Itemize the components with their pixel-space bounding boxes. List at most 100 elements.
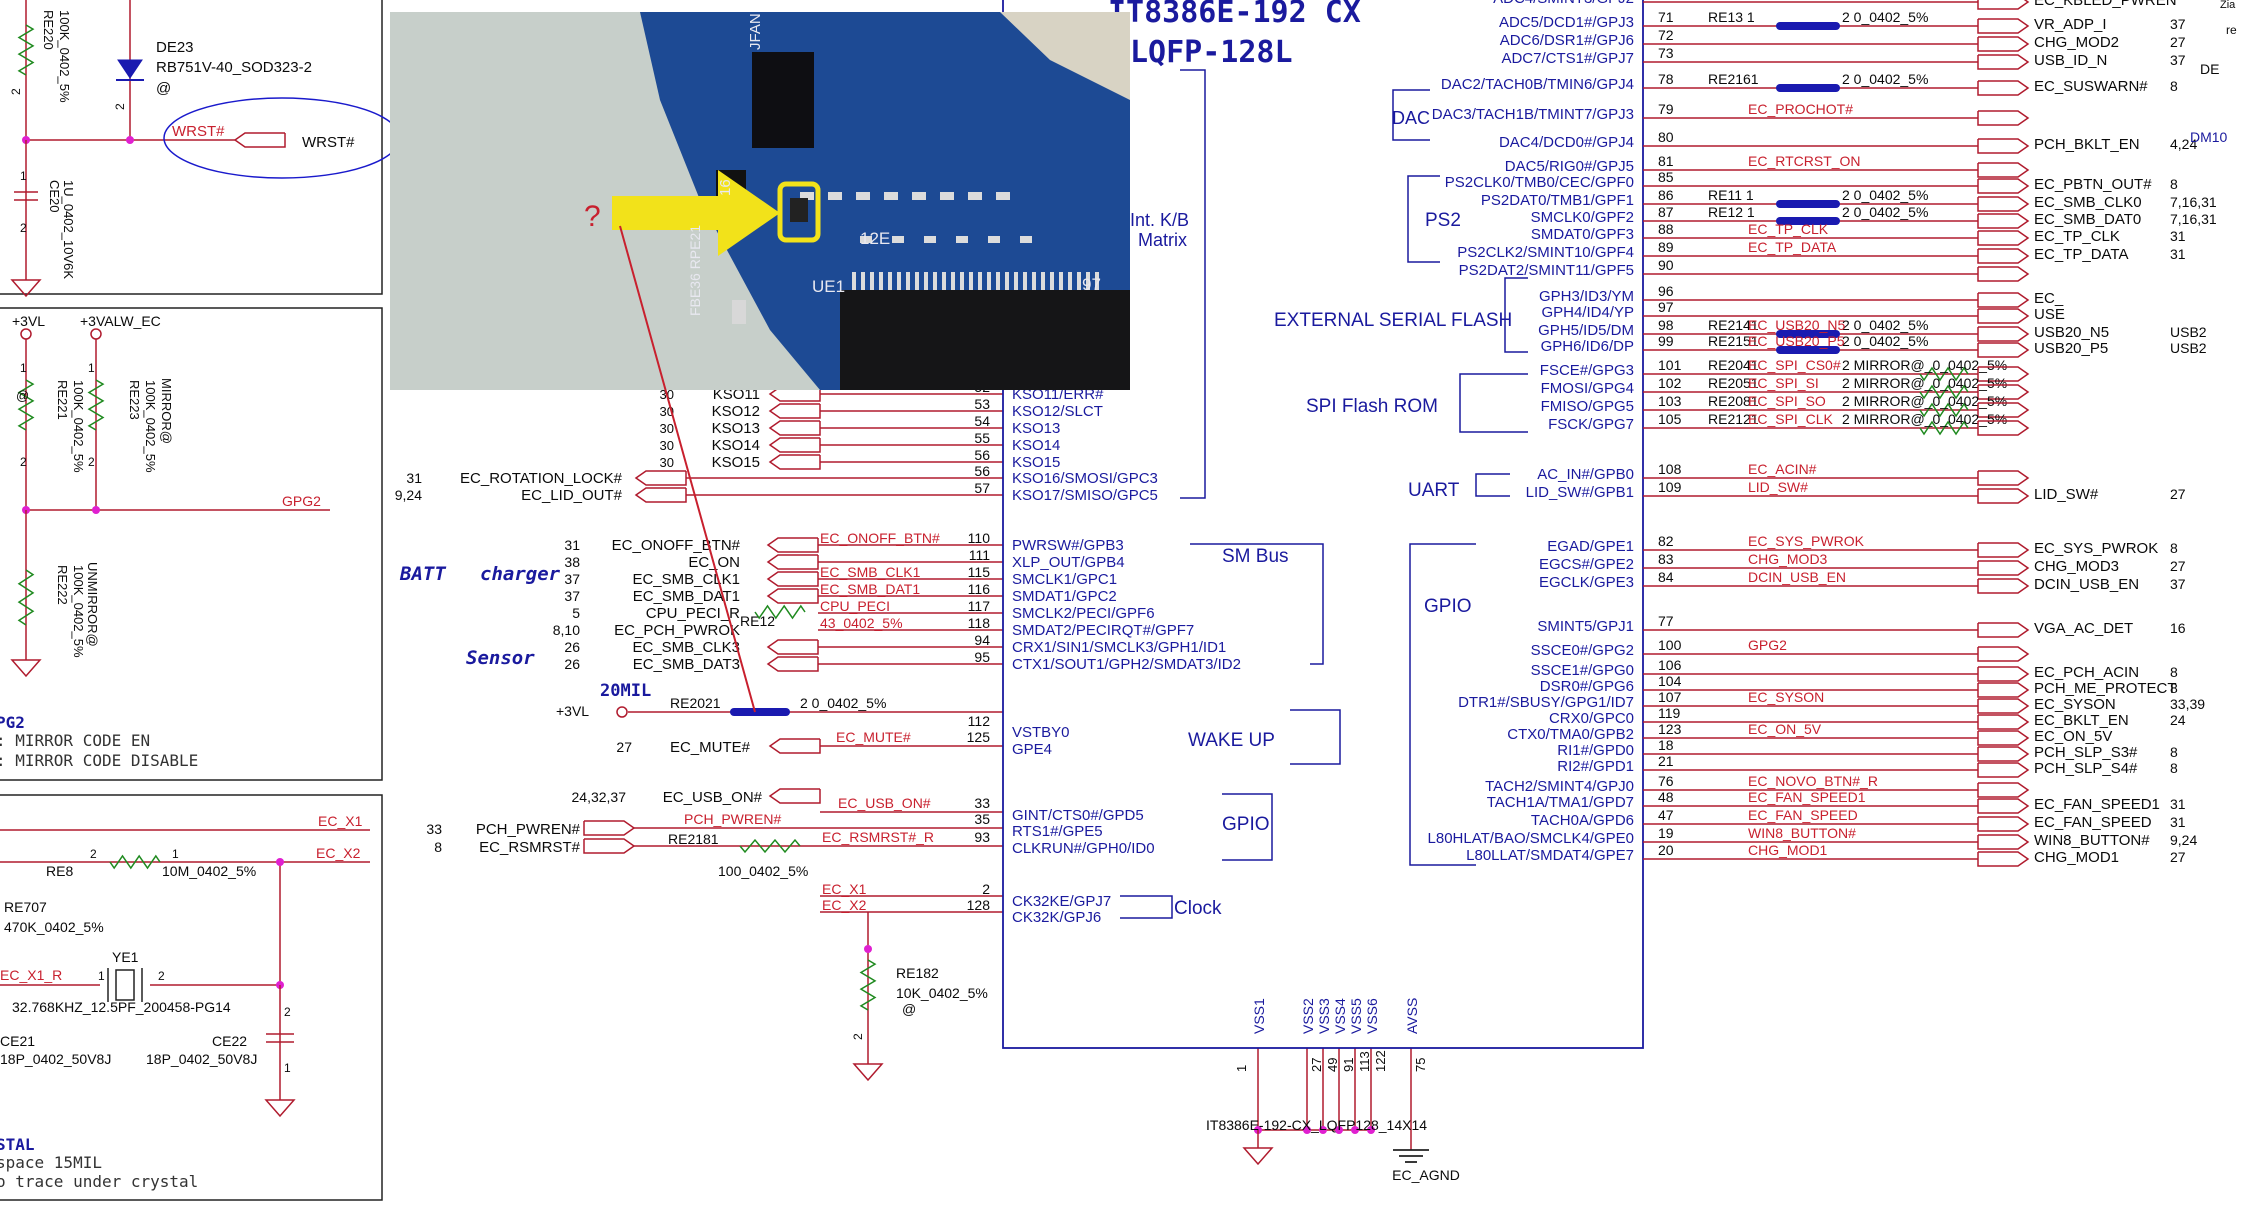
- smd-pad: [940, 192, 954, 200]
- port-right: [1977, 542, 2030, 558]
- label: EC_SPI_CLK: [1748, 411, 1833, 427]
- chip-pin: [915, 272, 919, 290]
- label: RE12: [740, 613, 775, 629]
- label: 98: [1658, 317, 1674, 333]
- label: 10M_0402_5%: [162, 863, 256, 879]
- label: VSS5: [1348, 998, 1364, 1034]
- label: 2 0_0402_5%: [1842, 9, 1928, 25]
- label: PCH_PWREN#: [684, 811, 781, 827]
- label: CRX0/GPC0: [1549, 710, 1634, 727]
- port-right: [1977, 36, 2030, 52]
- label: EC_RSMRST#_R: [822, 829, 934, 845]
- label: 103: [1658, 393, 1682, 409]
- resistor-re221: [17, 379, 35, 431]
- label: EC_SMB_DAT0: [2034, 211, 2141, 228]
- label: 122: [1373, 1050, 1388, 1072]
- smd-pad: [924, 236, 936, 243]
- chip-pin: [933, 272, 937, 290]
- label: RE2151: [1708, 333, 1759, 349]
- label: 83: [1658, 551, 1674, 567]
- label: EC_SPI_SO: [1748, 393, 1826, 409]
- label: 27: [2170, 558, 2186, 574]
- label: EC_RTCRST_ON: [1748, 153, 1861, 169]
- chip-pin: [1050, 272, 1054, 290]
- port-right: [1977, 488, 2030, 504]
- port-right: [1977, 248, 2030, 264]
- label: 10K_0402_5%: [896, 985, 988, 1001]
- port-right: [1977, 80, 2030, 96]
- chip-pin: [969, 272, 973, 290]
- label: TACH1A/TMA1/GPD7: [1487, 794, 1634, 811]
- label: MIRROR@: [159, 378, 174, 444]
- jumper-bar: [1776, 217, 1840, 225]
- junction-vss: [1351, 1126, 1359, 1134]
- resistor-mirror: [1919, 384, 1969, 400]
- label: RE2121: [1708, 411, 1759, 427]
- port-right: [1977, 420, 2030, 436]
- label: KSO12/SLCT: [1012, 403, 1103, 420]
- label: 112: [968, 713, 991, 729]
- chip-pin: [996, 272, 1000, 290]
- resistor-re220: [17, 24, 35, 76]
- label: 100_0402_5%: [718, 863, 808, 879]
- label: 95: [974, 649, 990, 665]
- port-mute: [768, 738, 821, 754]
- crystal-ye1: [115, 969, 135, 1001]
- chip-pin: [879, 272, 883, 290]
- label: DAC2/TACH0B/TMIN6/GPJ4: [1441, 76, 1634, 93]
- port-right: [1977, 213, 2030, 229]
- label: 97: [1082, 275, 1101, 294]
- label: EC_BKLT_EN: [2034, 712, 2129, 729]
- label: 2 MIRROR@_0_0402_5%: [1842, 357, 2007, 373]
- port-right: [1977, 230, 2030, 246]
- label: 8: [2170, 760, 2178, 776]
- label: EC_TP_CLK: [2034, 228, 2120, 245]
- label: EC_X1: [822, 881, 867, 897]
- junction-wrst: [126, 136, 134, 144]
- port-right: [1977, 110, 2030, 126]
- label: CHG_MOD1: [1748, 842, 1828, 858]
- label: EC_ONOFF_BTN#: [820, 530, 940, 546]
- label: STAL: [0, 1135, 35, 1154]
- label: EC_PCH_PWROK: [614, 622, 740, 639]
- label: RI2#/GPD1: [1557, 758, 1634, 775]
- port-right: [1977, 646, 2030, 662]
- label: EC_NOVO_BTN#_R: [1748, 773, 1878, 789]
- label: 27: [2170, 34, 2186, 50]
- label: EC_LID_OUT#: [521, 487, 623, 504]
- label: EC_SMB_DAT1: [633, 588, 740, 605]
- port-right: [1977, 138, 2030, 154]
- label: 470K_0402_5%: [4, 919, 104, 935]
- label: EC_SMB_CLK3: [632, 639, 740, 656]
- label: CLKRUN#/GPH0/ID0: [1012, 840, 1155, 857]
- port-right: [1977, 366, 2030, 382]
- label: Clock: [1174, 898, 1222, 919]
- chip-pin: [978, 272, 982, 290]
- label: 55: [974, 430, 990, 446]
- port-kso: [634, 470, 687, 486]
- label: Sensor: [466, 647, 535, 669]
- label: PWRSW#/GPB3: [1012, 537, 1124, 554]
- label: EC_ROTATION_LOCK#: [460, 470, 623, 487]
- label: 123: [1658, 721, 1682, 737]
- label: LQFP-128L: [1130, 35, 1293, 70]
- label: 78: [1658, 71, 1674, 87]
- label: EC_SMB_CLK1: [632, 571, 740, 588]
- highlight-box: [777, 181, 821, 243]
- group-bracket-uart: [1475, 473, 1510, 497]
- label: 12E: [860, 229, 890, 248]
- label: 30: [660, 455, 674, 470]
- label: SM Bus: [1222, 546, 1289, 567]
- junction-vss: [1303, 1126, 1311, 1134]
- label: EC_TP_DATA: [1748, 239, 1837, 255]
- label: EC_ACIN#: [1748, 461, 1817, 477]
- smd-pad: [860, 236, 872, 243]
- label: 7,16,31: [2170, 194, 2217, 210]
- label: 2: [9, 88, 23, 95]
- label: CK32KE/GPJ7: [1012, 893, 1111, 910]
- label: TACH0A/GPD6: [1531, 812, 1634, 829]
- label: 26: [564, 639, 580, 655]
- label: 18P_0402_50V8J: [0, 1051, 111, 1067]
- label: 2: [20, 221, 27, 235]
- port-right: [1977, 308, 2030, 324]
